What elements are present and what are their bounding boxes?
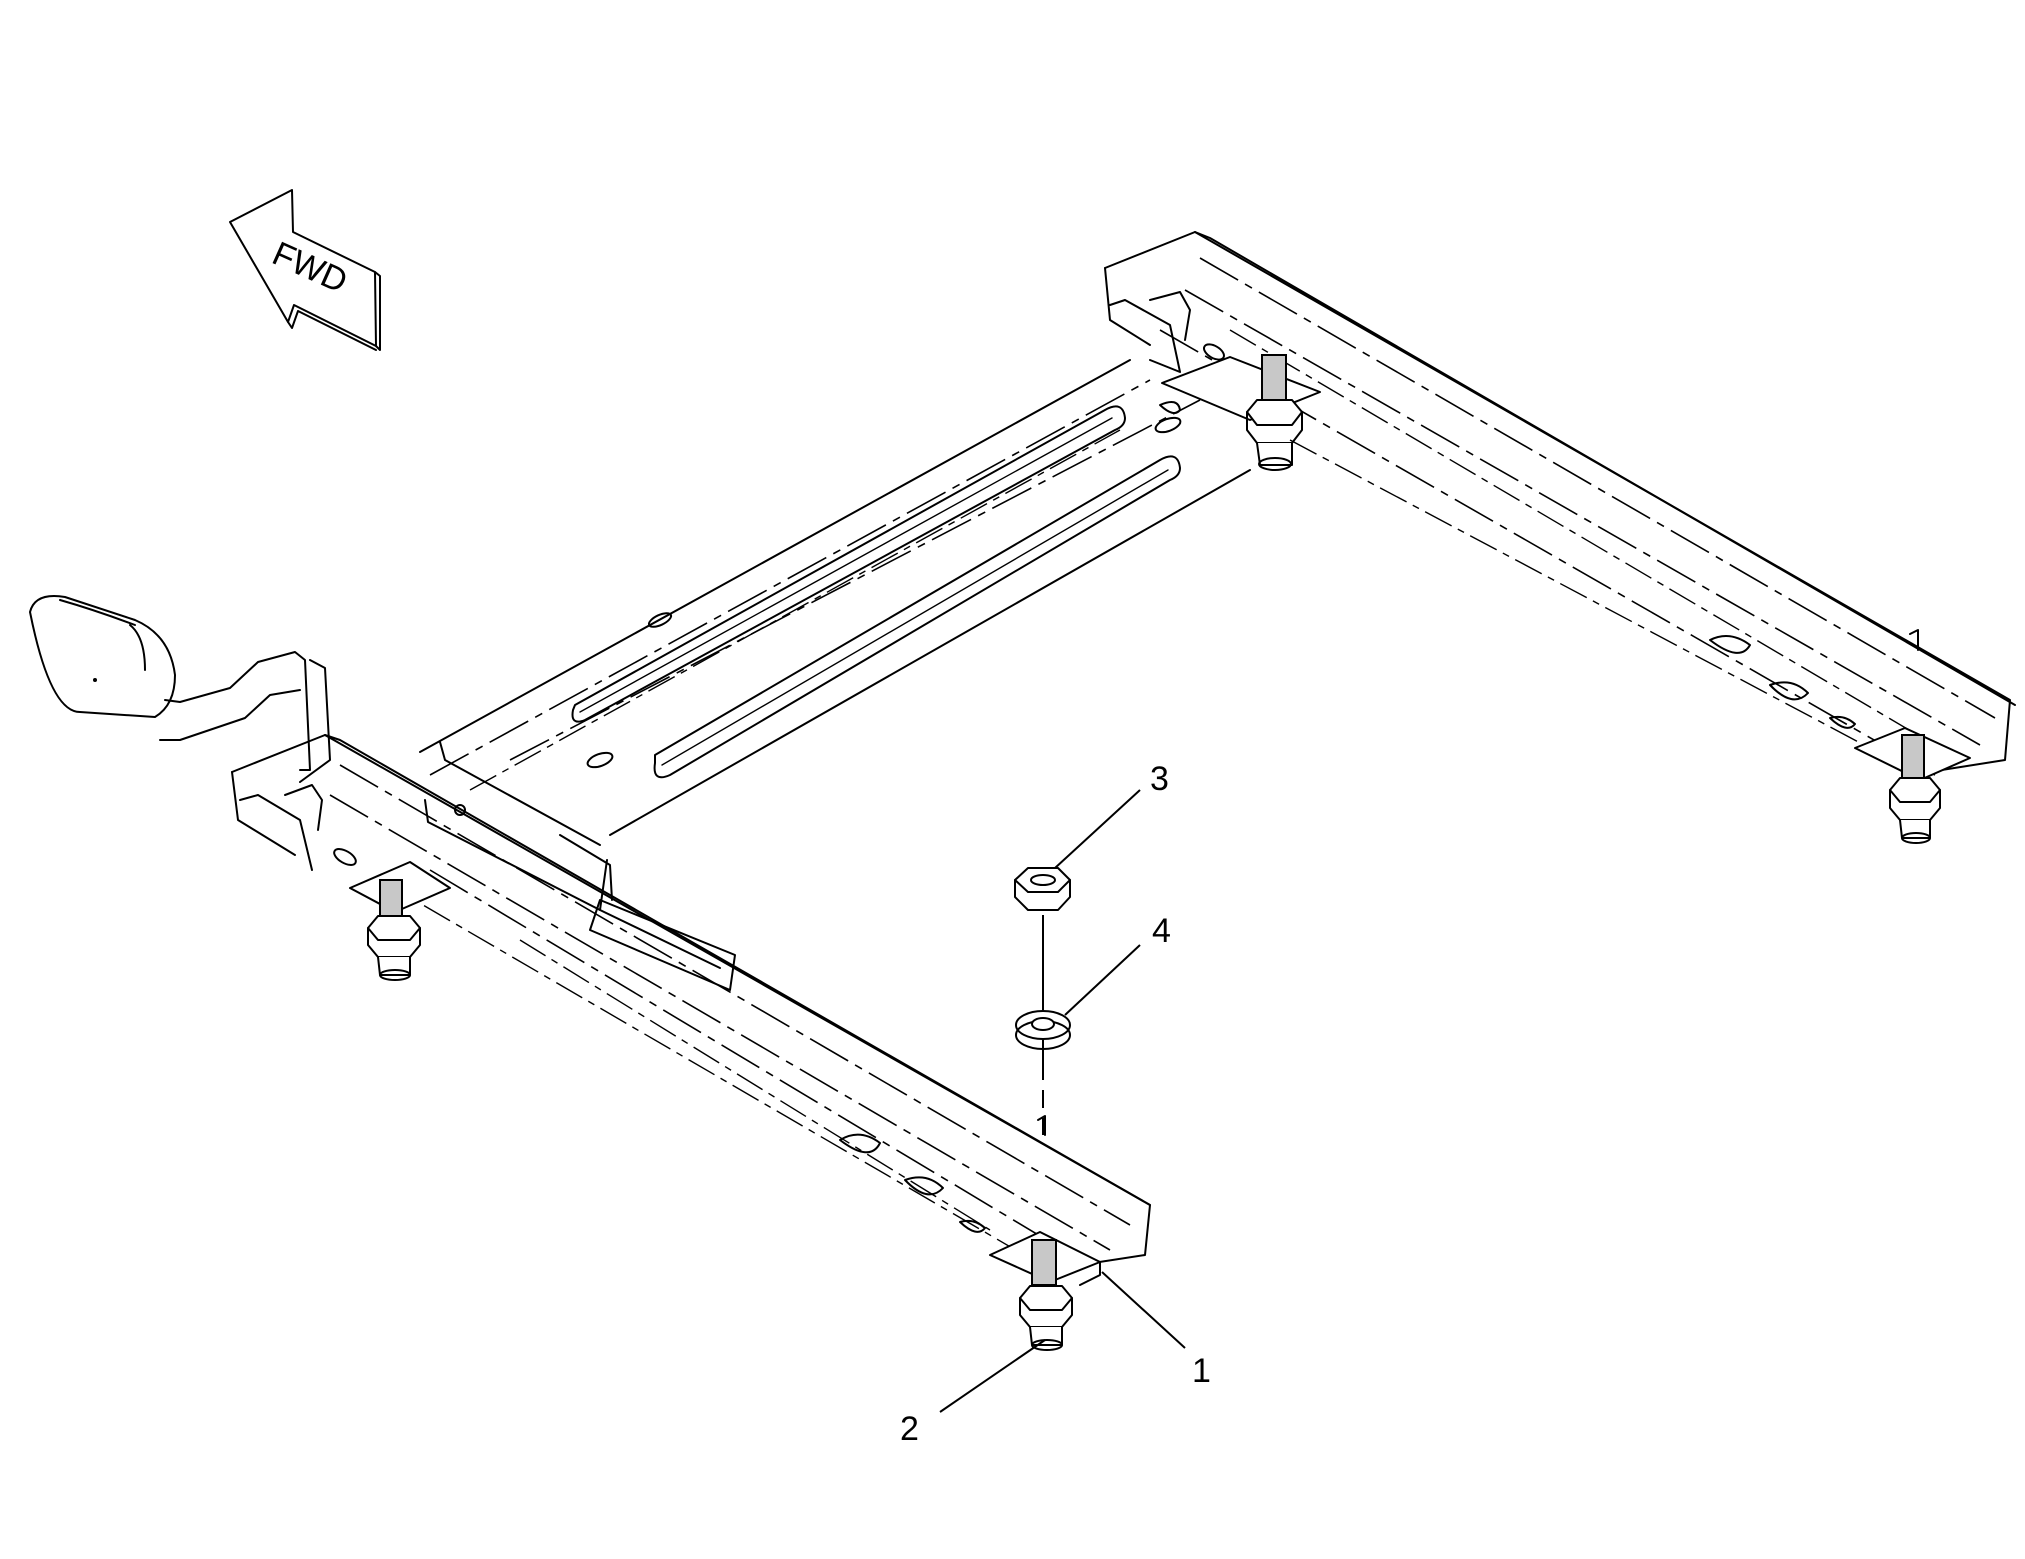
rear-slide-rail (1104, 231, 2016, 781)
front-right-bolt-assembly (989, 1231, 1101, 1351)
callout-3: 3 (1054, 760, 1169, 869)
callout-2: 2 (900, 1339, 1046, 1448)
front-left-bolt-assembly (349, 861, 451, 981)
callout-3-number: 3 (1150, 760, 1169, 798)
callout-1: 1 (1101, 1271, 1211, 1390)
mounting-cross-plate (419, 359, 1251, 911)
front-slide-rail (231, 734, 1151, 1271)
callout-4: 4 (1064, 912, 1171, 1016)
callout-2-number: 2 (900, 1410, 919, 1448)
hex-nut (1014, 867, 1071, 911)
forward-arrow-icon: FWD (229, 189, 381, 351)
callout-4-number: 4 (1152, 912, 1171, 950)
rear-right-bolt-assembly (1854, 727, 1971, 844)
callout-1-number: 1 (1192, 1352, 1211, 1390)
seat-slide-release-handle (29, 595, 331, 783)
flat-washer (1015, 1010, 1071, 1050)
rear-left-bolt-assembly (1161, 354, 1321, 471)
